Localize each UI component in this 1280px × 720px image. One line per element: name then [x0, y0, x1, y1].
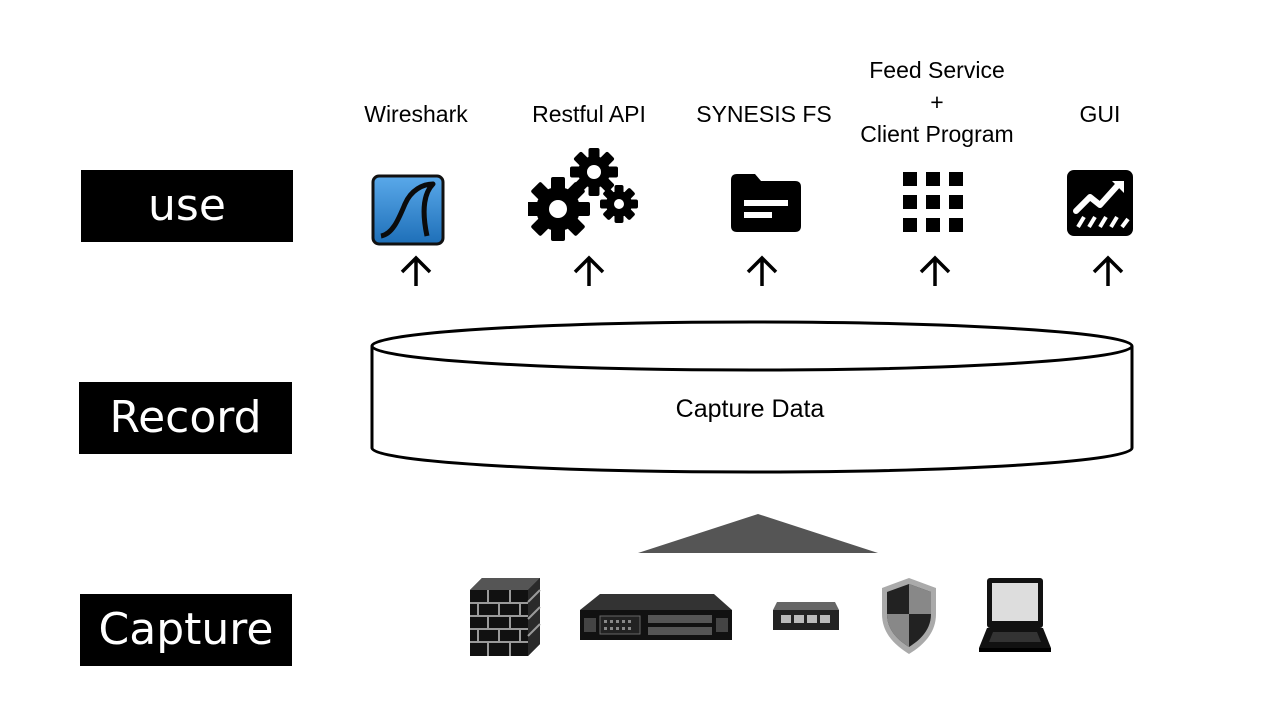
tool-name-feed-service: Feed Service + Client Program [842, 54, 1032, 150]
up-arrow-icon [573, 255, 605, 286]
tool-name-synesis-fs: SYNESIS FS [696, 101, 832, 127]
database-cylinder [370, 320, 1134, 474]
tool-name-wireshark: Wireshark [364, 101, 468, 127]
gears-icon [528, 148, 638, 241]
tool-name-line: Feed Service [869, 57, 1005, 83]
tool-name-restful-api: Restful API [532, 101, 646, 127]
funnel-triangle [638, 514, 878, 553]
up-arrow-icon [746, 255, 778, 286]
server-rack-icon [580, 594, 732, 640]
folder-icon [731, 174, 801, 232]
tool-name-gui: GUI [1079, 101, 1121, 127]
tool-name-line: Client Program [860, 121, 1014, 147]
up-arrow-icon [1092, 255, 1124, 286]
layer-label-capture: Capture [80, 594, 292, 666]
shield-icon [882, 578, 936, 654]
laptop-icon [979, 578, 1051, 652]
tool-name-line: + [930, 89, 944, 115]
line-chart-icon [1067, 170, 1133, 236]
wireshark-fin-icon [371, 174, 445, 246]
network-switch-icon [773, 602, 839, 630]
database-label: Capture Data [675, 395, 825, 423]
layer-label-record: Record [79, 382, 292, 454]
layer-label-use: use [81, 170, 293, 242]
app-grid-icon [903, 172, 963, 232]
firewall-brick-icon [470, 578, 541, 656]
up-arrow-icon [919, 255, 951, 286]
up-arrow-icon [400, 255, 432, 286]
